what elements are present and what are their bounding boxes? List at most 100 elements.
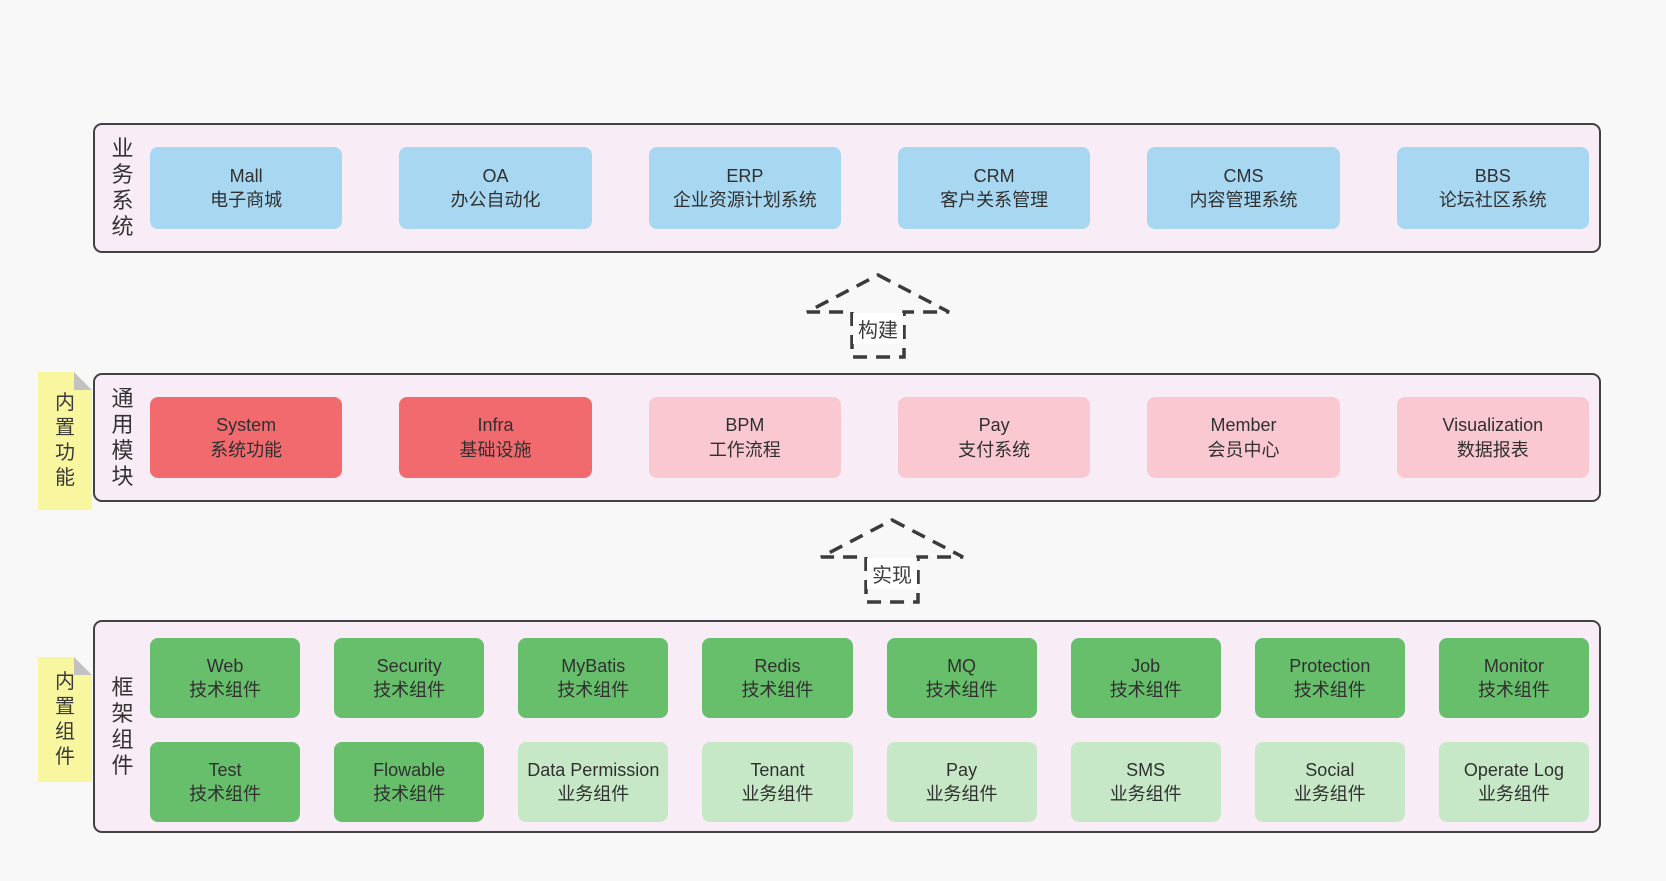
box-title: System bbox=[216, 415, 277, 436]
box-subtitle: 工作流程 bbox=[708, 439, 781, 460]
box-subtitle: 业务组件 bbox=[741, 784, 814, 804]
box-title: Pay bbox=[978, 415, 1010, 436]
box-job: Job 技术组件 bbox=[1070, 638, 1221, 718]
box-data-permission: Data Permission 业务组件 bbox=[518, 742, 669, 822]
box-subtitle: 电子商城 bbox=[210, 190, 283, 210]
box-pay: Pay 业务组件 bbox=[886, 742, 1037, 822]
box-subtitle: 技术组件 bbox=[1477, 680, 1550, 700]
box-title: Job bbox=[1131, 655, 1161, 676]
box-title: Operate Log bbox=[1463, 759, 1564, 780]
box-title: Infra bbox=[477, 415, 514, 436]
box-title: Test bbox=[208, 759, 242, 780]
box-title: Member bbox=[1210, 415, 1277, 436]
box-subtitle: 技术组件 bbox=[1109, 680, 1182, 700]
box-title: MQ bbox=[947, 655, 977, 676]
box-subtitle: 业务组件 bbox=[1477, 784, 1550, 804]
box-mq: MQ 技术组件 bbox=[886, 638, 1037, 718]
box-subtitle: 客户关系管理 bbox=[940, 190, 1049, 210]
box-subtitle: 技术组件 bbox=[189, 680, 262, 700]
box-oa: OA 办公自动化 bbox=[399, 147, 592, 229]
arrow-build: 构建 bbox=[803, 272, 953, 360]
box-subtitle: 技术组件 bbox=[373, 680, 446, 700]
box-mall: Mall 电子商城 bbox=[150, 147, 343, 229]
box-web: Web 技术组件 bbox=[150, 638, 301, 718]
box-title: Web bbox=[206, 655, 244, 676]
box-subtitle: 技术组件 bbox=[189, 784, 262, 804]
box-subtitle: 基础设施 bbox=[459, 439, 532, 460]
box-test: Test 技术组件 bbox=[150, 742, 301, 822]
box-subtitle: 技术组件 bbox=[741, 680, 814, 700]
arrow-build-label: 构建 bbox=[853, 313, 903, 344]
box-title: OA bbox=[482, 165, 509, 186]
box-redis: Redis 技术组件 bbox=[702, 638, 853, 718]
box-title: ERP bbox=[726, 165, 764, 186]
box-title: Protection bbox=[1289, 655, 1371, 676]
box-title: Tenant bbox=[750, 759, 805, 780]
note-built-in-features: 内 置 功 能 bbox=[38, 372, 92, 510]
box-subtitle: 论坛社区系统 bbox=[1438, 190, 1547, 210]
note-built-in-components-label: 内 置 组 件 bbox=[55, 670, 75, 768]
box-subtitle: 技术组件 bbox=[925, 680, 998, 700]
box-title: SMS bbox=[1126, 759, 1166, 780]
box-cms: CMS 内容管理系统 bbox=[1147, 147, 1340, 229]
box-subtitle: 办公自动化 bbox=[450, 190, 541, 210]
box-title: Security bbox=[376, 655, 442, 676]
box-title: BPM bbox=[725, 415, 765, 436]
box-operate-log: Operate Log 业务组件 bbox=[1438, 742, 1589, 822]
box-sms: SMS 业务组件 bbox=[1070, 742, 1221, 822]
arrow-implement-label: 实现 bbox=[867, 558, 917, 589]
box-infra: Infra 基础设施 bbox=[399, 397, 592, 478]
box-bpm: BPM 工作流程 bbox=[648, 397, 841, 478]
panel-label-framework-components: 框 架 组 件 bbox=[111, 674, 134, 778]
box-subtitle: 业务组件 bbox=[1293, 784, 1366, 804]
box-subtitle: 技术组件 bbox=[1293, 680, 1366, 700]
box-title: Visualization bbox=[1442, 415, 1544, 436]
box-title: CRM bbox=[973, 165, 1015, 186]
box-subtitle: 企业资源计划系统 bbox=[672, 190, 817, 210]
folded-corner-icon bbox=[74, 657, 92, 675]
box-visualization: Visualization 数据报表 bbox=[1396, 397, 1589, 478]
box-title: Mall bbox=[229, 165, 263, 186]
box-monitor: Monitor 技术组件 bbox=[1438, 638, 1589, 718]
box-title: Data Permission bbox=[527, 759, 660, 780]
box-member: Member 会员中心 bbox=[1147, 397, 1340, 478]
box-crm: CRM 客户关系管理 bbox=[897, 147, 1091, 229]
box-subtitle: 技术组件 bbox=[373, 784, 446, 804]
box-subtitle: 内容管理系统 bbox=[1189, 190, 1298, 210]
panel-label-business-systems: 业 务 系 统 bbox=[111, 136, 134, 239]
box-subtitle: 业务组件 bbox=[925, 784, 998, 804]
note-built-in-features-label: 内 置 功 能 bbox=[55, 392, 75, 489]
box-title: CMS bbox=[1223, 165, 1264, 186]
box-subtitle: 数据报表 bbox=[1456, 439, 1529, 460]
box-title: Redis bbox=[754, 655, 801, 676]
box-subtitle: 业务组件 bbox=[557, 784, 630, 804]
box-subtitle: 业务组件 bbox=[1109, 784, 1182, 804]
panel-business-systems: 业 务 系 统 Mall 电子商城 OA 办公自动化 ERP 企业资源计划系统 CRM 客户关… bbox=[93, 123, 1601, 253]
box-mybatis: MyBatis 技术组件 bbox=[518, 638, 669, 718]
box-subtitle: 会员中心 bbox=[1207, 439, 1280, 460]
box-erp: ERP 企业资源计划系统 bbox=[648, 147, 841, 229]
box-title: Monitor bbox=[1483, 655, 1544, 676]
note-built-in-components: 内 置 组 件 bbox=[38, 657, 92, 782]
box-tenant: Tenant 业务组件 bbox=[702, 742, 853, 822]
box-title: MyBatis bbox=[561, 655, 626, 676]
panel-label-common-modules: 通 用 模 块 bbox=[111, 385, 134, 489]
arrow-implement: 实现 bbox=[817, 517, 967, 605]
box-social: Social 业务组件 bbox=[1254, 742, 1405, 822]
box-title: Pay bbox=[946, 759, 978, 780]
box-protection: Protection 技术组件 bbox=[1254, 638, 1405, 718]
business-boxes: Mall 电子商城 OA 办公自动化 ERP 企业资源计划系统 CRM 客户关系管理 CMS 内容… bbox=[150, 125, 1599, 251]
box-subtitle: 技术组件 bbox=[557, 680, 630, 700]
box-title: Social bbox=[1305, 759, 1355, 780]
box-security: Security 技术组件 bbox=[334, 638, 485, 718]
folded-corner-icon bbox=[74, 372, 92, 390]
